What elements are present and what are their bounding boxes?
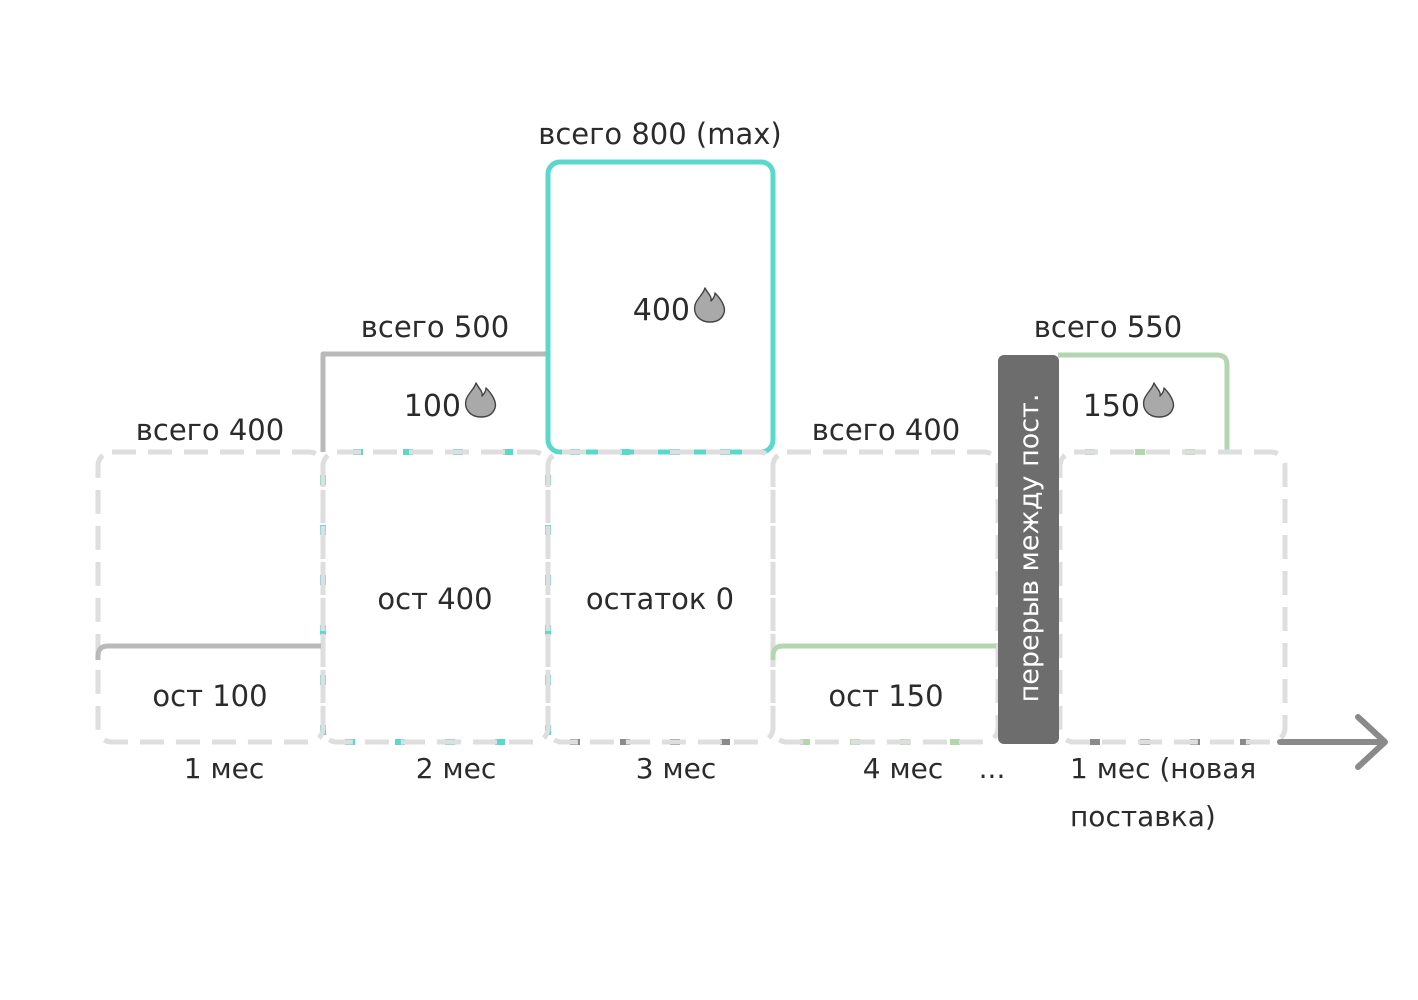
excess-block-month-3-max: [545, 159, 776, 455]
ellipsis: ...: [979, 752, 1006, 785]
burned-value-month-3: 400: [633, 293, 690, 328]
burned-value-new-supply: 150: [1083, 389, 1140, 424]
total-label-month-2: всего 500: [361, 310, 509, 344]
arrow-right-icon: [1355, 714, 1388, 770]
period-label-new-supply-line2: поставка): [1070, 800, 1216, 833]
remainder-line-month-4: [770, 643, 996, 660]
remainder-line-month-1: [95, 643, 321, 660]
flame-icon: [464, 382, 497, 418]
period-label-month-1: 1 мес: [184, 752, 264, 785]
gap-label: перерыв между пост.: [1014, 394, 1045, 703]
excess-block-month-2: [320, 351, 548, 452]
period-label-month-3: 3 мес: [636, 752, 716, 785]
remainder-label-month-3: остаток 0: [586, 582, 734, 616]
flame-icon: [693, 287, 726, 323]
total-label-month-3: всего 800 (max): [538, 117, 781, 151]
burned-value-month-2: 100: [404, 389, 461, 424]
excess-block-new-supply: [1058, 352, 1230, 452]
remainder-label-month-2: ост 400: [377, 582, 492, 616]
period-label-new-supply: 1 мес (новая: [1070, 752, 1256, 785]
gap-between-supplies: [998, 355, 1059, 744]
total-label-month-1: всего 400: [136, 413, 284, 447]
remainder-label-month-1: ост 100: [152, 679, 267, 713]
cell-new-supply: [1057, 449, 1288, 745]
total-label-new-supply: всего 550: [1034, 310, 1182, 344]
remainder-label-month-4: ост 150: [828, 679, 943, 713]
period-label-month-2: 2 мес: [416, 752, 496, 785]
total-label-month-4: всего 400: [812, 413, 960, 447]
period-label-month-4: 4 мес: [863, 752, 943, 785]
flame-icon: [1142, 382, 1175, 418]
